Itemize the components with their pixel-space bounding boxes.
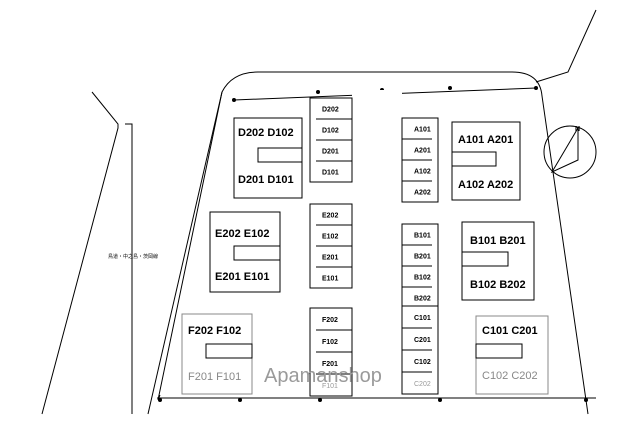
parking-right: A101A201A102A202B101B201B102B202C101C201… <box>401 117 439 395</box>
parking-stall-label: D202 <box>322 107 339 114</box>
building-b: B101 B201 B102 B202 <box>461 221 535 301</box>
parking-stall-label: B101 <box>414 233 431 240</box>
parking-stall-label: E101 <box>322 276 338 283</box>
building-a-top-label: A101 A201 <box>458 134 513 146</box>
building-e-bottom-label: E201 E101 <box>215 271 269 283</box>
road-edge-right <box>125 123 133 414</box>
building-c: C101 C201 C102 C202 <box>475 315 549 395</box>
parking-stall-label: F202 <box>322 317 338 324</box>
parking-stall-label: C101 <box>414 315 431 322</box>
parking-stall-label: A101 <box>414 127 431 134</box>
boundary-posts <box>158 86 588 402</box>
building-f: F202 F102 F201 F101 <box>181 313 253 395</box>
parking-stall-label: E102 <box>322 234 338 241</box>
watermark: Apamanshop <box>264 365 382 387</box>
parking-stall-label: D101 <box>322 170 339 177</box>
building-b-bottom-label: B102 B202 <box>470 279 526 291</box>
building-e: E202 E102 E201 E101 <box>209 211 281 293</box>
svg-text:N: N <box>575 126 580 133</box>
parking-stall-label: F101 <box>322 383 338 390</box>
parking-stall-label: E201 <box>322 255 338 262</box>
parking-stall-label: C201 <box>414 337 431 344</box>
building-d-bottom-label: D201 D101 <box>238 174 294 186</box>
building-f-bottom-label: F201 F101 <box>188 371 241 383</box>
parking-stall-label: D201 <box>322 149 339 156</box>
drive-aisle <box>352 90 402 395</box>
parking-stall-label: C202 <box>414 381 431 388</box>
parking-stall-label: A102 <box>414 169 431 176</box>
parking-stall-label: B102 <box>414 275 431 282</box>
building-c-top-label: C101 C201 <box>482 325 538 337</box>
road-label: 鳥道・中之島・茨岡線 <box>108 253 158 260</box>
parking-stall-label: F102 <box>322 339 338 346</box>
parking-stall-label: C102 <box>414 359 431 366</box>
building-e-top-label: E202 E102 <box>215 228 269 240</box>
road-edge-left <box>41 91 119 415</box>
building-a-bottom-label: A102 A202 <box>458 179 513 191</box>
parking-left: D202D102D201D101E202E102E201E101F202F102… <box>309 97 353 397</box>
site-boundary <box>157 71 589 415</box>
parking-stall-label: E202 <box>322 213 338 220</box>
building-a: A101 A201 A102 A202 <box>451 121 521 201</box>
parking-stall-label: D102 <box>322 128 339 135</box>
parking-stall-label: A202 <box>414 190 431 197</box>
building-d: D202 D102 D201 D101 <box>233 117 303 199</box>
building-d-top-label: D202 D102 <box>238 127 294 139</box>
parking-stall-label: B202 <box>414 296 431 303</box>
building-f-top-label: F202 F102 <box>188 325 241 337</box>
parking-stall-label: F201 <box>322 361 338 368</box>
north-compass-icon: N <box>543 125 597 179</box>
building-b-top-label: B101 B201 <box>470 235 526 247</box>
site-outer-left <box>147 91 223 415</box>
parking-stall-label: B201 <box>414 254 431 261</box>
road-top-right <box>535 9 597 83</box>
building-c-bottom-label: C102 C202 <box>482 370 538 382</box>
parking-stall-label: A201 <box>414 148 431 155</box>
